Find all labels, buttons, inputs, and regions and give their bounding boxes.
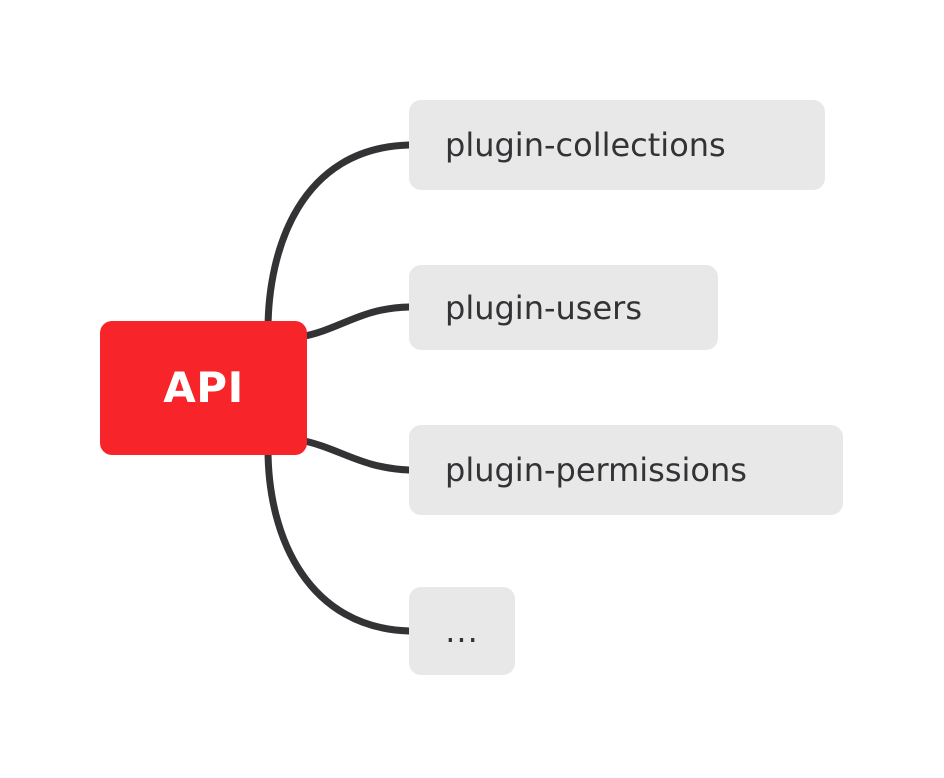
node-ellipsis-label: ... — [445, 612, 479, 650]
node-plugin-collections[interactable]: plugin-collections — [409, 100, 825, 190]
node-plugin-permissions-label: plugin-permissions — [445, 451, 747, 489]
node-plugin-collections-label: plugin-collections — [445, 126, 726, 164]
node-plugin-permissions[interactable]: plugin-permissions — [409, 425, 843, 515]
node-plugin-users[interactable]: plugin-users — [409, 265, 718, 350]
node-api-label: API — [163, 363, 244, 412]
node-plugin-users-label: plugin-users — [445, 288, 642, 327]
node-ellipsis[interactable]: ... — [409, 587, 515, 675]
node-api[interactable]: API — [100, 321, 307, 455]
edge-api-to-plugin-users — [296, 303, 413, 341]
edge-api-to-plugin-permissions — [296, 436, 413, 474]
edge-api-to-ellipsis — [264, 445, 413, 635]
edge-api-to-plugin-collections — [264, 141, 413, 334]
